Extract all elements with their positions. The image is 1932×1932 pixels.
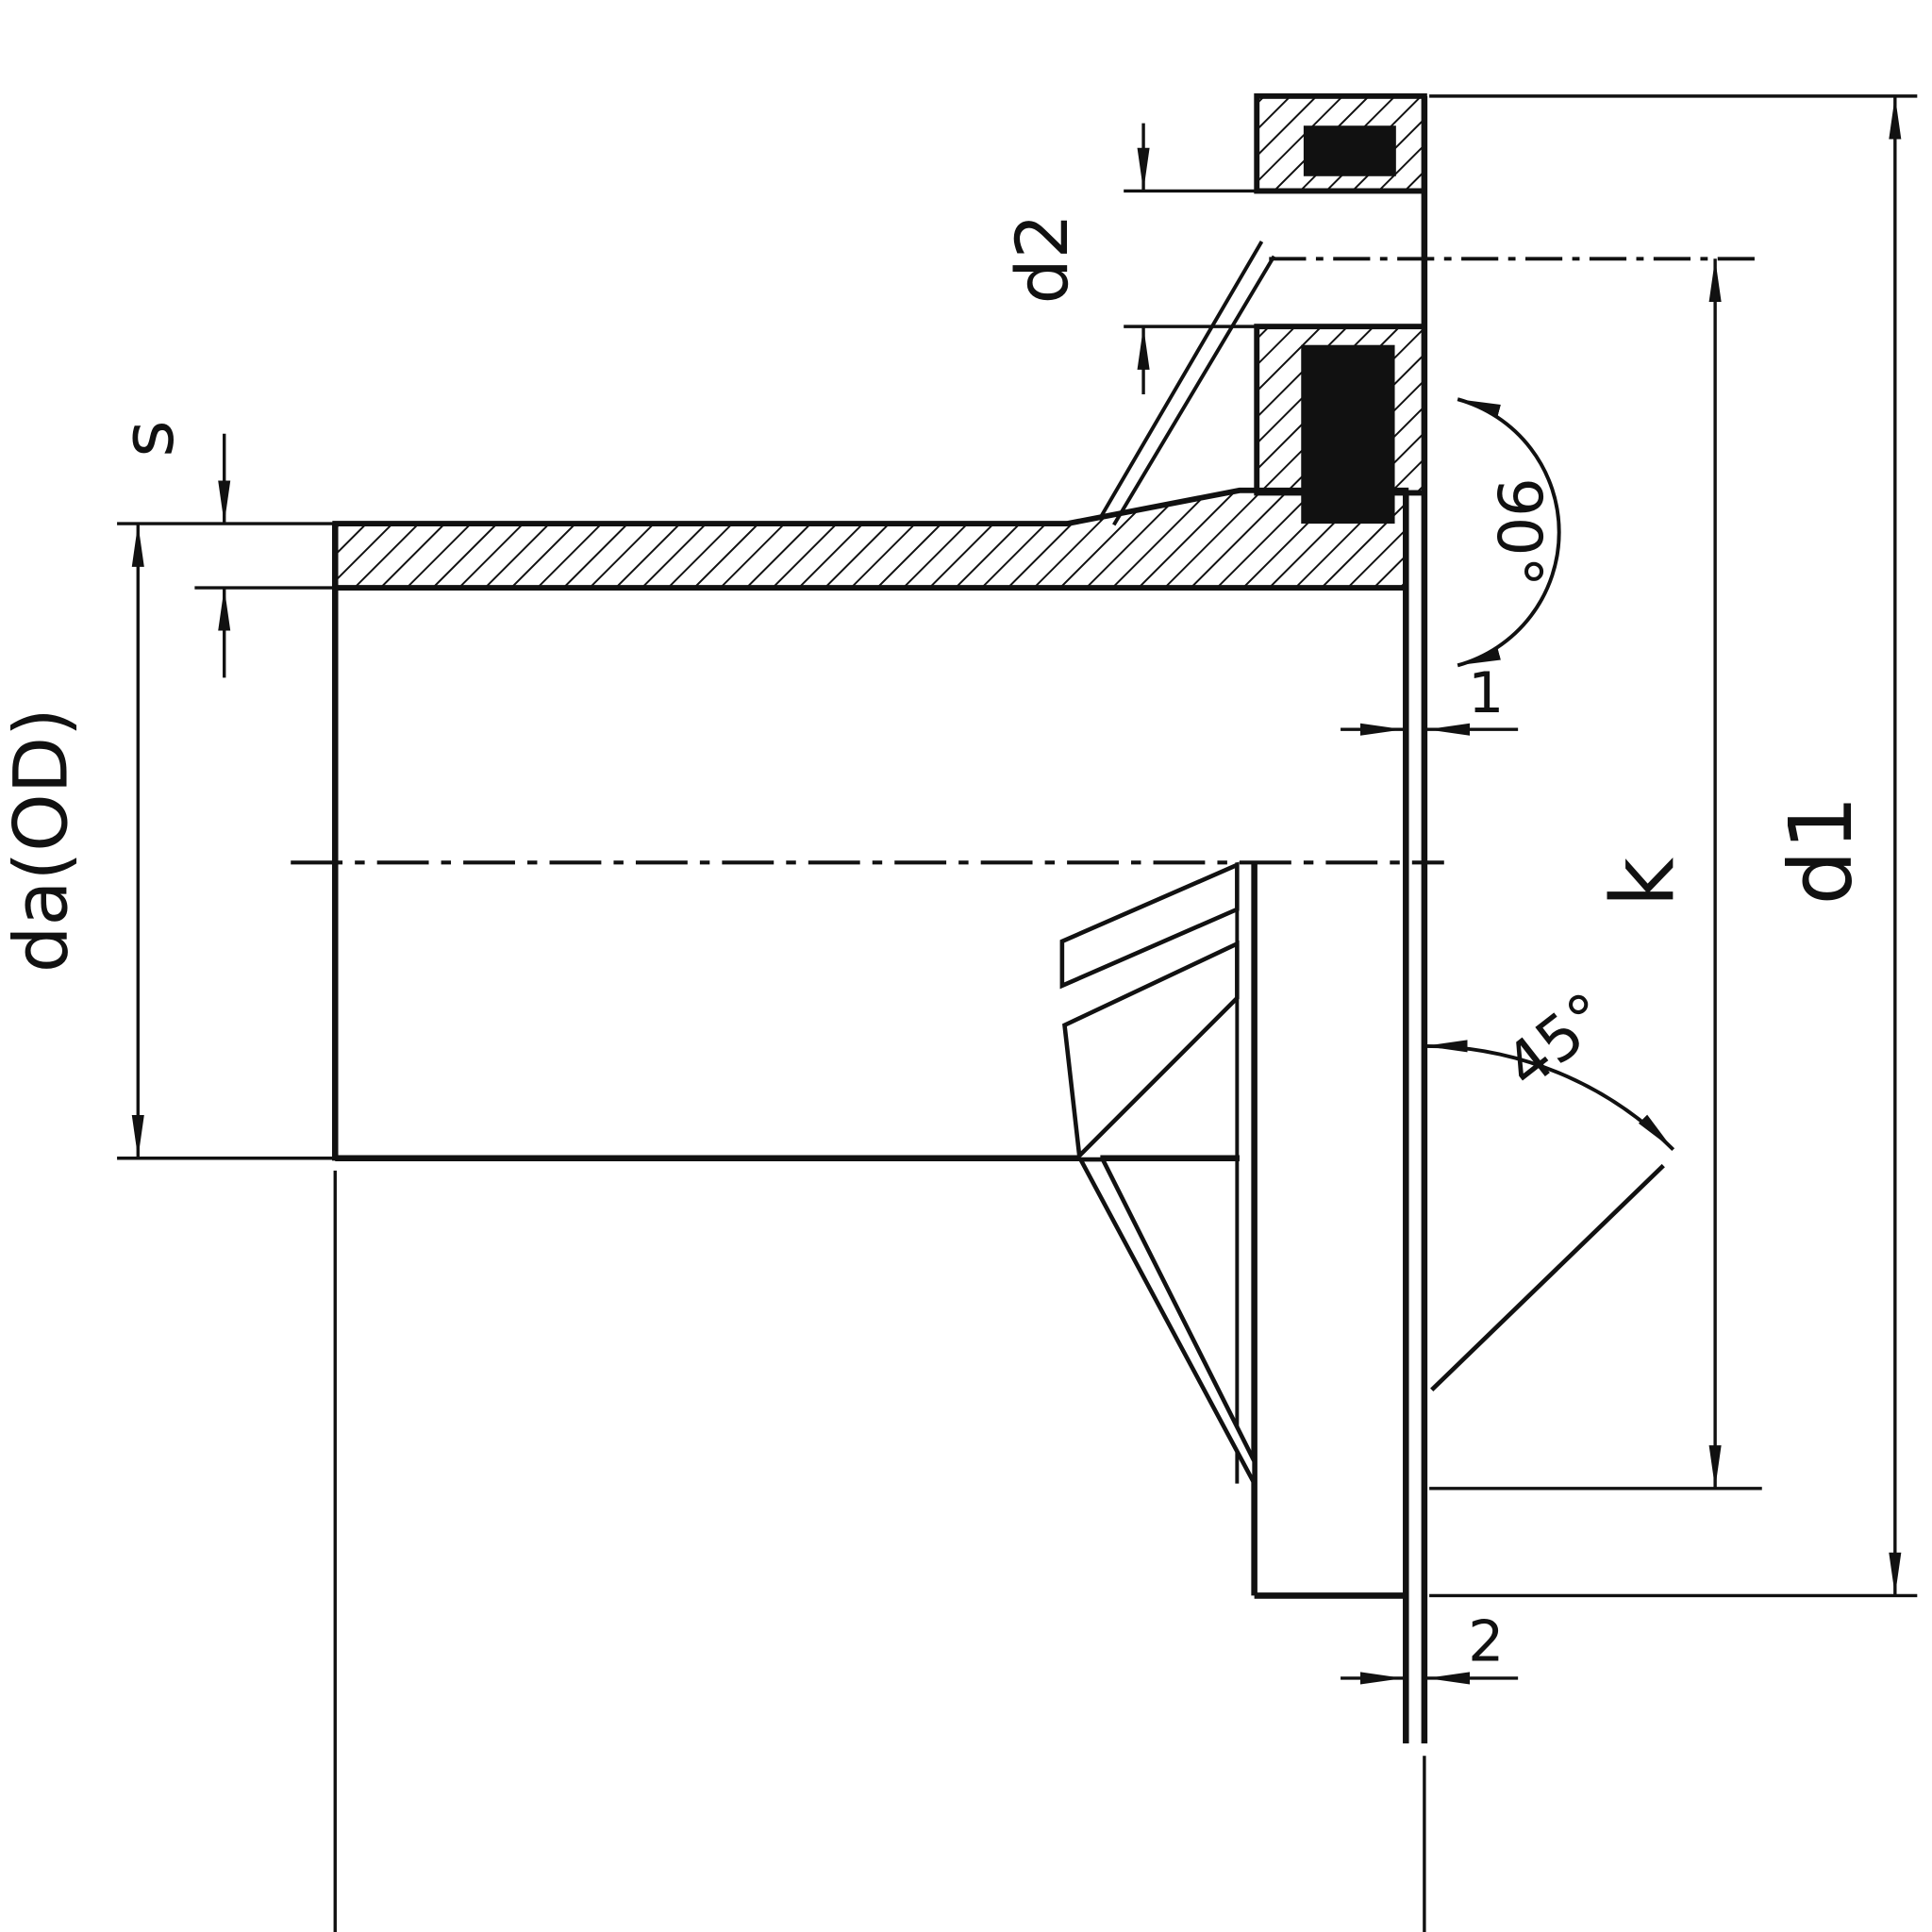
dim-label-d1: d1 xyxy=(1771,795,1872,905)
angle-annotation-45 xyxy=(1424,1040,1675,1391)
dimension-d2 xyxy=(1124,123,1257,394)
detail-label-2: 2 xyxy=(1468,1609,1504,1675)
angle-annotation-90 xyxy=(1457,397,1561,668)
support-ribs xyxy=(1059,861,1257,1485)
bolt-insert-upper xyxy=(1303,125,1396,176)
dimension-s xyxy=(117,433,336,678)
dim-label-k: k xyxy=(1593,858,1694,908)
dimension-d1 xyxy=(1429,94,1918,1598)
dimension-da-od xyxy=(117,524,336,1160)
dimension-labels: s da(OD) d2 90° 1 k d1 45° 2 L xyxy=(0,213,1872,1675)
dim-label-d2: d2 xyxy=(1001,213,1084,304)
main-outlines xyxy=(332,95,1428,1744)
flare-cone-lines xyxy=(1097,241,1276,526)
flange-face-lines xyxy=(1403,95,1428,1744)
bolt-insert-lower xyxy=(1301,344,1395,525)
dim-label-da-od: da(OD) xyxy=(0,708,85,973)
angle-label-45: 45° xyxy=(1491,979,1622,1103)
pipe-wall-section xyxy=(332,487,1409,591)
dim-label-s: s xyxy=(107,420,190,457)
centerlines xyxy=(291,257,1762,1491)
rib-middle xyxy=(1062,940,1240,1161)
rib-upper xyxy=(1059,861,1240,990)
dimension-length xyxy=(333,1170,1426,1932)
detail-label-1: 1 xyxy=(1468,660,1504,726)
angle-label-90: 90° xyxy=(1483,477,1555,587)
rib-lower-gusset xyxy=(1076,1157,1257,1485)
